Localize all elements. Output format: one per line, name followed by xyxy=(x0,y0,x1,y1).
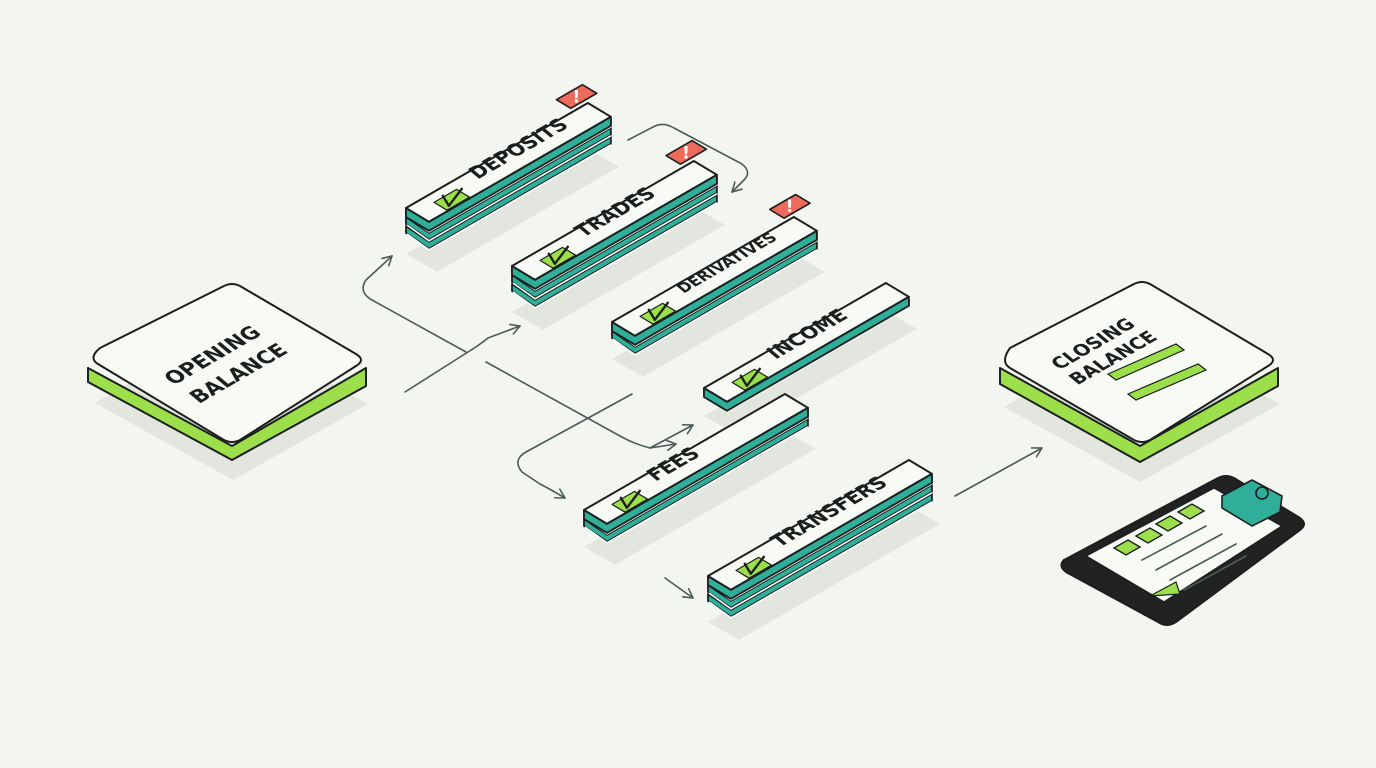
clipboard-paper xyxy=(1084,487,1284,603)
card-layer-gap xyxy=(612,249,818,356)
card-shadow xyxy=(512,207,725,330)
alert-icon: ! xyxy=(682,143,690,163)
clipboard-clip-hole xyxy=(1255,486,1269,500)
card-layer-gap xyxy=(512,202,718,309)
card-layer-gap xyxy=(512,193,718,300)
check-badge xyxy=(735,556,773,579)
balance-bar-1 xyxy=(1106,343,1186,381)
alert-icon: ! xyxy=(786,197,794,217)
alert-badge: ! xyxy=(768,193,811,219)
checkbox-4 xyxy=(1176,503,1206,520)
block-side xyxy=(87,367,367,461)
category-cards: DEPOSITS!TRADES!DERIVATIVES!INCOMEFEESTR… xyxy=(405,83,940,640)
card-layer xyxy=(707,492,933,618)
card-shadow xyxy=(704,311,917,434)
arrow-to-closing xyxy=(954,447,1043,497)
clipboard-checklist-icon xyxy=(1060,475,1305,626)
arrow-to-deposits xyxy=(362,255,467,353)
card-shadow xyxy=(584,431,816,565)
block-top xyxy=(92,283,362,443)
card-layer-gap xyxy=(406,144,612,251)
clipboard-folded-corner xyxy=(1149,581,1181,597)
balance-bar-2 xyxy=(1126,363,1208,401)
category-card-transfers[interactable]: TRANSFERS xyxy=(707,459,940,640)
alert-badge: ! xyxy=(555,83,598,110)
opening-balance-block[interactable]: OPENING BALANCE xyxy=(87,283,368,480)
arrow-to-income xyxy=(517,393,633,499)
check-icon xyxy=(547,245,570,265)
arrow-deposits-to-trades xyxy=(627,123,749,193)
arrow-opening-to-trades xyxy=(404,323,521,393)
flow-arrows xyxy=(362,123,1043,599)
closing-balance-block[interactable]: CLOSING BALANCE xyxy=(999,281,1280,482)
check-badge xyxy=(433,188,471,211)
alert-icon: ! xyxy=(573,87,581,107)
check-icon xyxy=(743,555,766,575)
card-shadow xyxy=(708,506,940,640)
checklist-line xyxy=(1169,543,1237,581)
check-icon xyxy=(441,187,464,207)
checklist-line xyxy=(1183,555,1247,591)
alert-badge: ! xyxy=(665,139,708,166)
arrow-fees-to-income xyxy=(649,424,694,449)
arrow-to-fees-upper xyxy=(485,361,677,452)
card-shadow xyxy=(406,149,619,272)
check-icon xyxy=(739,367,762,387)
checkbox-2 xyxy=(1134,527,1164,544)
alert-badge-shape xyxy=(555,83,598,110)
checkbox-3 xyxy=(1154,515,1184,532)
check-badge xyxy=(611,490,649,513)
card-layer-gap xyxy=(584,426,809,544)
checklist-line xyxy=(1141,525,1207,561)
check-badge xyxy=(639,302,677,325)
category-card-derivatives[interactable]: DERIVATIVES! xyxy=(611,193,825,377)
card-layer-gap xyxy=(406,135,612,242)
check-icon xyxy=(647,301,670,321)
clipboard-lines xyxy=(1141,525,1247,591)
checklist-line xyxy=(1155,533,1223,571)
card-layer xyxy=(405,135,612,250)
clipboard-checkboxes xyxy=(1112,503,1206,556)
check-icon xyxy=(619,489,642,509)
check-badge xyxy=(539,246,577,269)
check-badge xyxy=(731,368,769,391)
alert-badge-shape xyxy=(768,193,811,219)
card-layer xyxy=(511,193,718,308)
card-layer-gap xyxy=(708,492,933,610)
alert-badge-shape xyxy=(665,139,708,166)
block-side xyxy=(999,367,1279,463)
checkbox-1 xyxy=(1112,539,1142,556)
card-shadow xyxy=(612,254,825,377)
arrow-fees-to-transfers xyxy=(664,577,694,599)
card-layer-gap xyxy=(708,501,933,619)
